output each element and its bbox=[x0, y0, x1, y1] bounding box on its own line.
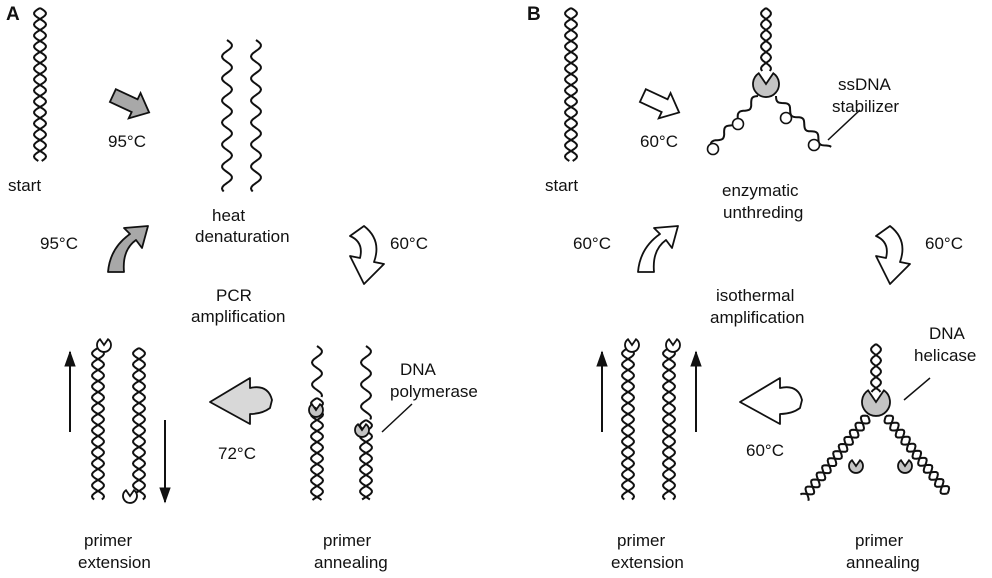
panel-b-anneal-label-1: primer bbox=[855, 531, 904, 550]
panel-b-stabilizer-4 bbox=[807, 138, 821, 152]
panel-a-extend-arrow-down-head bbox=[159, 487, 171, 504]
panel-b-helicase-unthread bbox=[752, 72, 780, 98]
panel-a-arrow-extend-to-denature bbox=[107, 225, 149, 273]
panel-b-stabilizer-1: ssDNA bbox=[838, 75, 891, 94]
panel-b-extend-polymerase-2 bbox=[665, 337, 681, 353]
panel-b-arrow-unthread-to-anneal bbox=[875, 225, 911, 285]
panel-b-unthread-helix-strand-2 bbox=[759, 7, 773, 72]
panel-b-unthread-label-2: unthreding bbox=[723, 203, 804, 222]
panel-a-arrow-start-to-denature bbox=[108, 88, 151, 120]
panel-a-anneal-label-1: primer bbox=[323, 531, 372, 550]
panel-b-stabilizer-1 bbox=[731, 117, 745, 131]
panel-b-anneal-strand-right-2 bbox=[885, 414, 951, 494]
panel-b-letter: B bbox=[527, 4, 541, 25]
panel-a-denatured-strand-1 bbox=[220, 39, 234, 193]
panel-b-temp-start-to-unthread: 60°C bbox=[640, 132, 678, 151]
panel-a-extend-helix-1-strand-2 bbox=[90, 347, 106, 501]
panel-b-extend-helix-1-strand-1 bbox=[620, 347, 636, 501]
panel-a-arrow-denature-to-anneal bbox=[349, 225, 385, 285]
panel-a-center-title-2: amplification bbox=[191, 307, 286, 326]
panel-b-anneal-polymerase-1 bbox=[848, 458, 864, 474]
panel-b-arrow-extend-to-unthread bbox=[637, 225, 679, 273]
panel-b-stabilizer-3 bbox=[779, 111, 793, 125]
panel-b-helicase-2: helicase bbox=[914, 346, 977, 365]
panel-a-extend-helix-1-strand-1 bbox=[90, 347, 106, 501]
panel-a-extend-arrow-up-head bbox=[64, 350, 76, 367]
panel-a-temp-extend-to-denature: 95°C bbox=[40, 234, 78, 253]
panel-b-temp-anneal-to-extend: 60°C bbox=[746, 441, 784, 460]
panel-b-arrow-anneal-to-extend bbox=[739, 377, 803, 425]
panel-a-polymerase-1 bbox=[308, 402, 324, 418]
panel-a-anneal-helix-1-strand-2 bbox=[309, 397, 325, 501]
panel-b-unthread-label-1: enzymatic bbox=[722, 181, 799, 200]
panel-b-anneal-strand-left-1 bbox=[804, 414, 869, 501]
panel-a-anneal-helix-2-strand-2 bbox=[358, 419, 374, 501]
panel-b-anneal-helix-strand-1 bbox=[869, 343, 882, 393]
panel-b-center-title-2: amplification bbox=[710, 308, 805, 327]
panel-b-start-helix-strand-2 bbox=[563, 7, 579, 162]
panel-b-anneal-label-2: annealing bbox=[846, 553, 920, 572]
panel-b-temp-unthread-to-anneal: 60°C bbox=[925, 234, 963, 253]
panel-a-polymerase-2 bbox=[354, 422, 370, 438]
panel-b-extend-label-1: primer bbox=[617, 531, 666, 550]
panel-b-stabilizer-leader bbox=[827, 109, 861, 141]
panel-b-anneal-strand-left-2 bbox=[799, 415, 871, 496]
panel-b-extend-helix-2-strand-2 bbox=[661, 347, 677, 501]
panel-a-extend-polymerase-1 bbox=[96, 337, 112, 353]
panel-b-anneal-strand-right-1 bbox=[883, 415, 948, 495]
panel-a-extend-polymerase-2 bbox=[122, 488, 138, 504]
panel-a-temp-anneal-to-extend: 72°C bbox=[218, 444, 256, 463]
panel-b-extend-helix-1-strand-2 bbox=[620, 347, 636, 501]
panel-a-temp-start-to-denature: 95°C bbox=[108, 132, 146, 151]
panel-a-arrow-anneal-to-extend bbox=[209, 377, 273, 425]
panel-a-denature-label-1: heat bbox=[212, 206, 246, 225]
panel-a-start-label: start bbox=[8, 176, 42, 195]
panel-a-callout-2: polymerase bbox=[390, 382, 478, 401]
panel-a-polymerase-leader bbox=[381, 403, 413, 433]
panel-b-temp-extend-to-unthread: 60°C bbox=[573, 234, 611, 253]
panel-b-extend-label-2: extension bbox=[611, 553, 684, 572]
panel-b-helicase-leader bbox=[903, 377, 931, 401]
panel-a-start-helix-strand-2 bbox=[32, 7, 48, 162]
panel-a-center-title-1: PCR bbox=[216, 286, 252, 305]
panel-a-temp-denature-to-anneal: 60°C bbox=[390, 234, 428, 253]
panel-a-extend-helix-2-strand-2 bbox=[131, 347, 147, 501]
panel-a-extend-helix-2-strand-1 bbox=[131, 347, 147, 501]
panel-b-extend-helix-2-strand-1 bbox=[661, 347, 677, 501]
panel-a-anneal-strand-2-top bbox=[359, 345, 373, 420]
panel-a-anneal-label-2: annealing bbox=[314, 553, 388, 572]
panel-b-helicase-1: DNA bbox=[929, 324, 965, 343]
panel-b-start-label: start bbox=[545, 176, 579, 195]
panel-a-extend-label-1: primer bbox=[84, 531, 133, 550]
panel-a-denature-label-2: denaturation bbox=[195, 227, 290, 246]
panel-a-callout-1: DNA bbox=[400, 360, 436, 379]
panel-a-denatured-strand-2 bbox=[249, 39, 263, 193]
panel-b-extend-polymerase-1 bbox=[624, 337, 640, 353]
panel-a-extend-label-2: extension bbox=[78, 553, 151, 572]
panel-b-extend-arrow-up-2-head bbox=[690, 350, 702, 367]
panel-b-anneal-helix-strand-2 bbox=[870, 343, 883, 393]
panel-b-center-title-1: isothermal bbox=[716, 286, 795, 305]
panel-b-arrow-start-to-unthread bbox=[638, 88, 681, 120]
panel-b-stabilizer-2 bbox=[706, 142, 720, 156]
panel-a-letter: A bbox=[6, 4, 20, 25]
panel-a-anneal-strand-1-top bbox=[310, 345, 324, 398]
panel-b-helicase-anneal bbox=[861, 389, 891, 417]
panel-b-stabilizer-2: stabilizer bbox=[832, 97, 900, 116]
panel-b-extend-arrow-up-head bbox=[596, 350, 608, 367]
panel-b-anneal-polymerase-2 bbox=[897, 458, 913, 474]
